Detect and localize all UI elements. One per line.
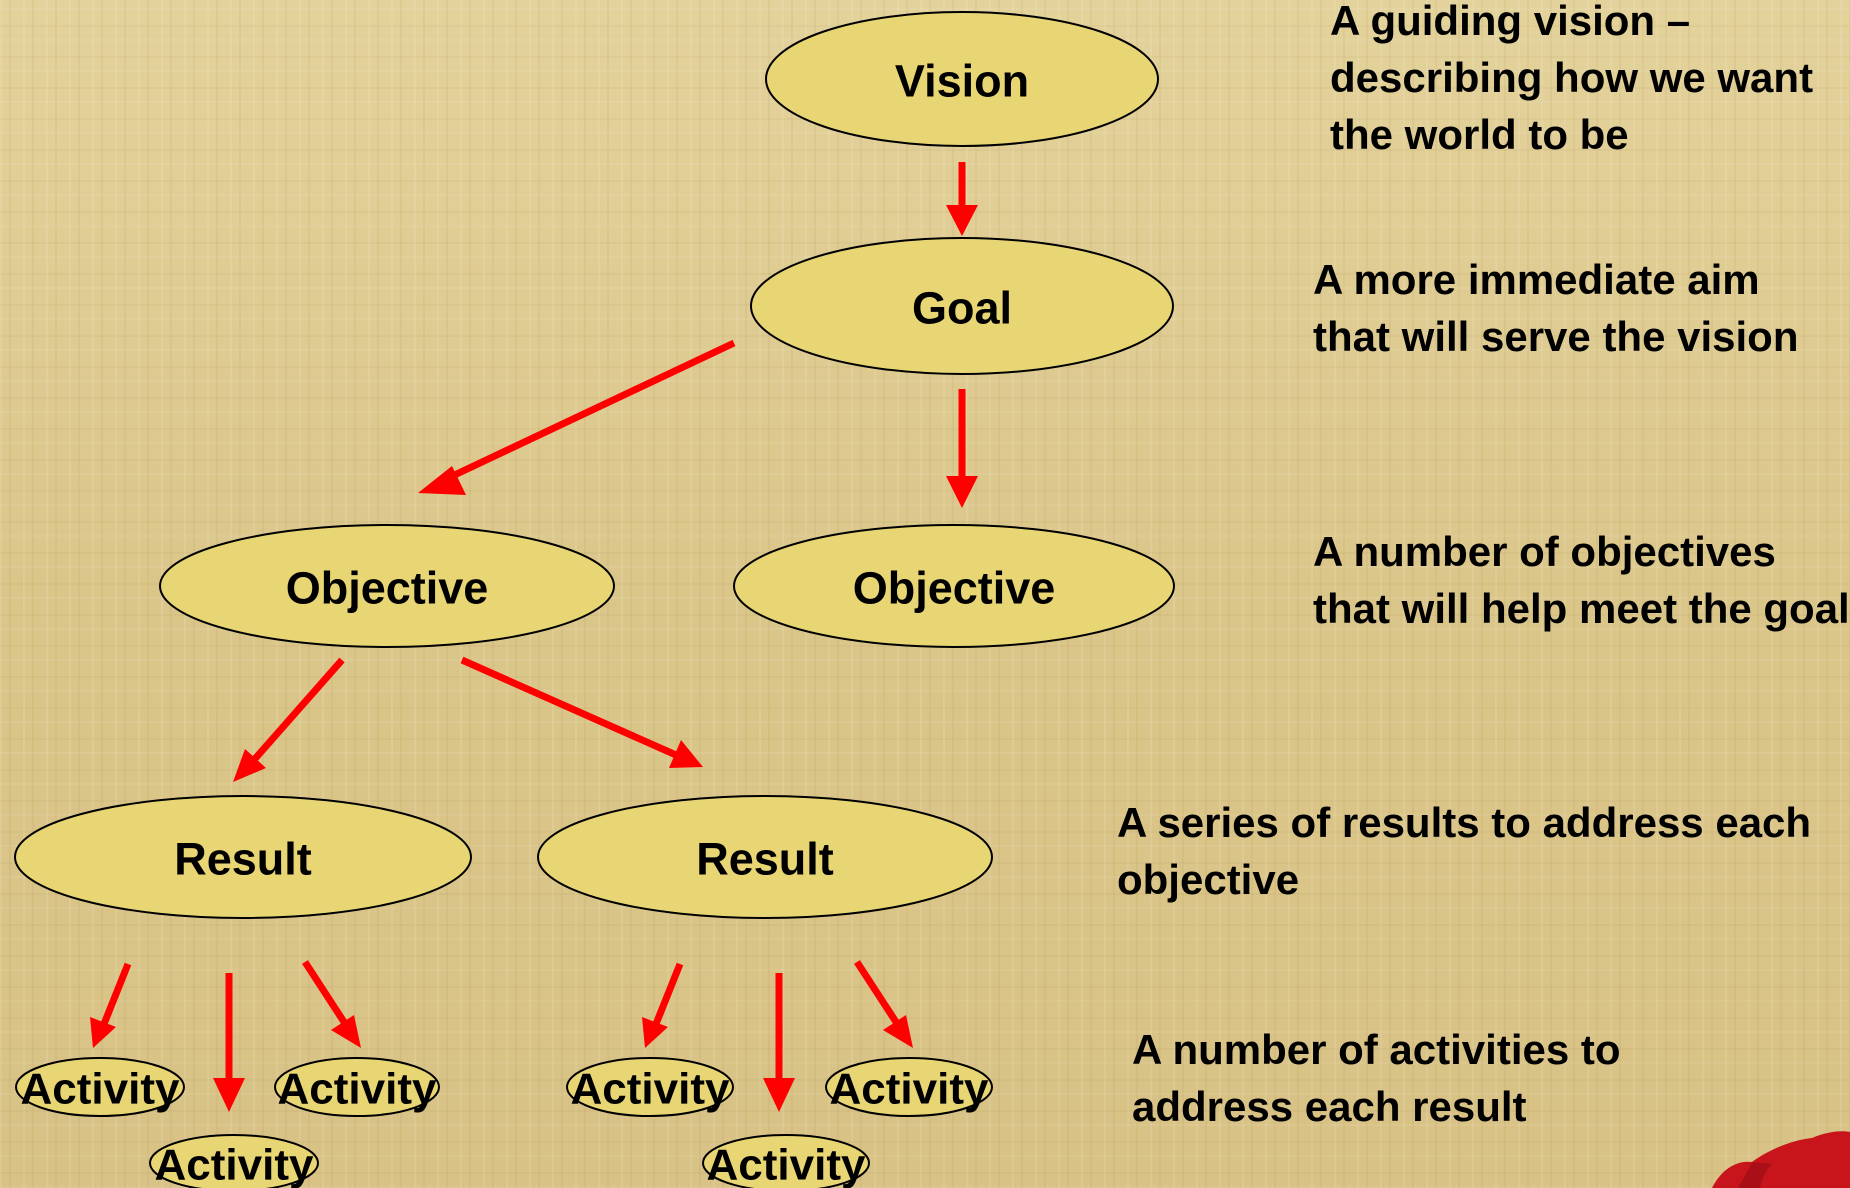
node-activity-left-3: Activity [149, 1134, 319, 1188]
node-result-right-label: Result [696, 834, 834, 885]
node-activity-left-2: Activity [274, 1057, 440, 1117]
node-activity-right-2-label: Activity [830, 1065, 989, 1114]
node-result-right: Result [537, 795, 993, 919]
node-objective-right-label: Objective [853, 563, 1056, 614]
node-result-left: Result [14, 795, 472, 919]
node-activity-left-3-label: Activity [155, 1141, 314, 1188]
arrow-objective-to-result-left [233, 657, 345, 782]
node-vision-label: Vision [895, 56, 1029, 107]
node-activity-right-3: Activity [702, 1134, 870, 1188]
red-animal-logo-icon [1712, 1131, 1850, 1188]
node-objective-right: Objective [733, 524, 1175, 648]
description-results: A series of results to address each obje… [1117, 799, 1812, 903]
description-goal: A more immediate aim that will serve the… [1313, 256, 1799, 360]
arrows [90, 162, 978, 1112]
node-activity-left-1-label: Activity [21, 1065, 180, 1114]
arrow-goal-to-objective-left [418, 339, 736, 495]
description-objectives: A number of objectives that will help me… [1313, 528, 1850, 632]
node-objective-left-label: Objective [286, 563, 489, 614]
arrow-result-left-to-activity-3 [302, 960, 361, 1048]
node-activity-right-1-label: Activity [571, 1065, 730, 1114]
arrow-result-right-to-activity-1 [642, 962, 684, 1048]
arrow-result-right-to-activity-3 [854, 960, 913, 1048]
description-vision: A guiding vision – describing how we wan… [1330, 0, 1814, 158]
arrow-goal-to-objective-right [946, 389, 978, 508]
node-result-left-label: Result [174, 834, 312, 885]
arrow-result-left-to-activity-2 [213, 973, 245, 1112]
node-activity-right-1: Activity [566, 1057, 734, 1117]
node-activity-right-2: Activity [825, 1057, 993, 1117]
node-objective-left: Objective [159, 524, 615, 648]
node-goal: Goal [750, 237, 1174, 375]
arrow-result-left-to-activity-1 [90, 962, 132, 1048]
arrow-vision-to-goal [946, 162, 978, 236]
node-goal-label: Goal [912, 283, 1012, 334]
node-vision: Vision [765, 11, 1159, 147]
arrow-result-right-to-activity-2 [763, 973, 795, 1112]
node-activity-left-1: Activity [15, 1057, 185, 1117]
arrow-objective-to-result-right [460, 656, 703, 768]
node-activity-right-3-label: Activity [707, 1141, 866, 1188]
description-activities: A number of activities to address each r… [1132, 1026, 1621, 1130]
node-activity-left-2-label: Activity [278, 1065, 437, 1114]
